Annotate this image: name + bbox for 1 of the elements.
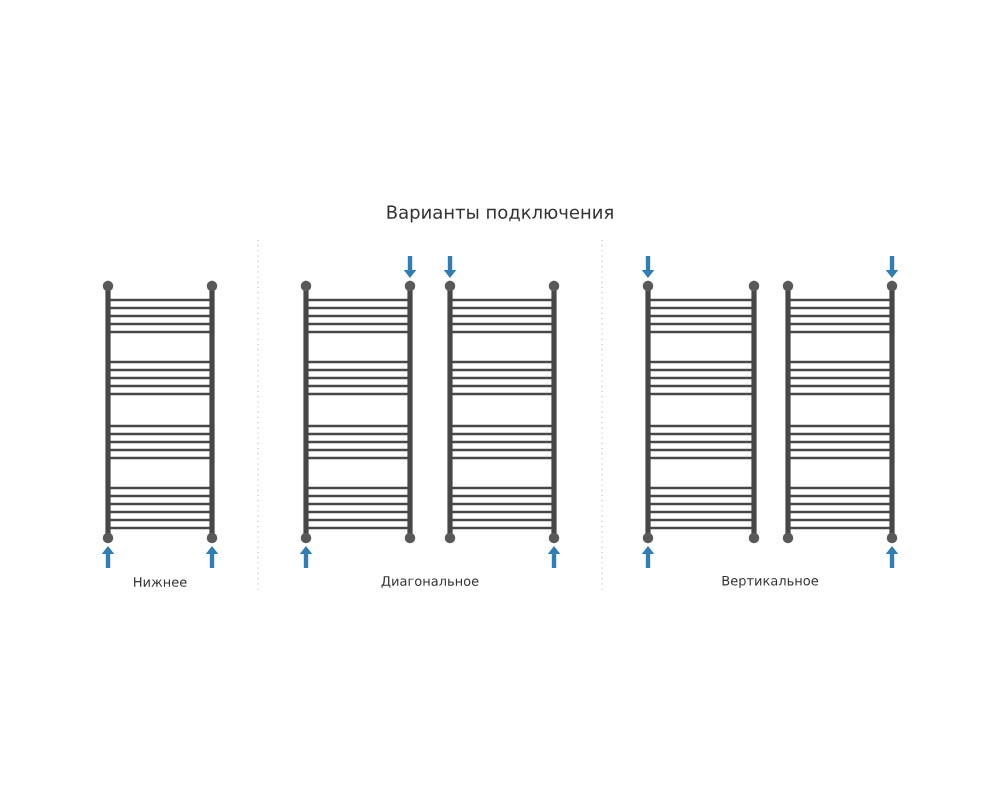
title: Варианты подключения — [387, 205, 613, 223]
